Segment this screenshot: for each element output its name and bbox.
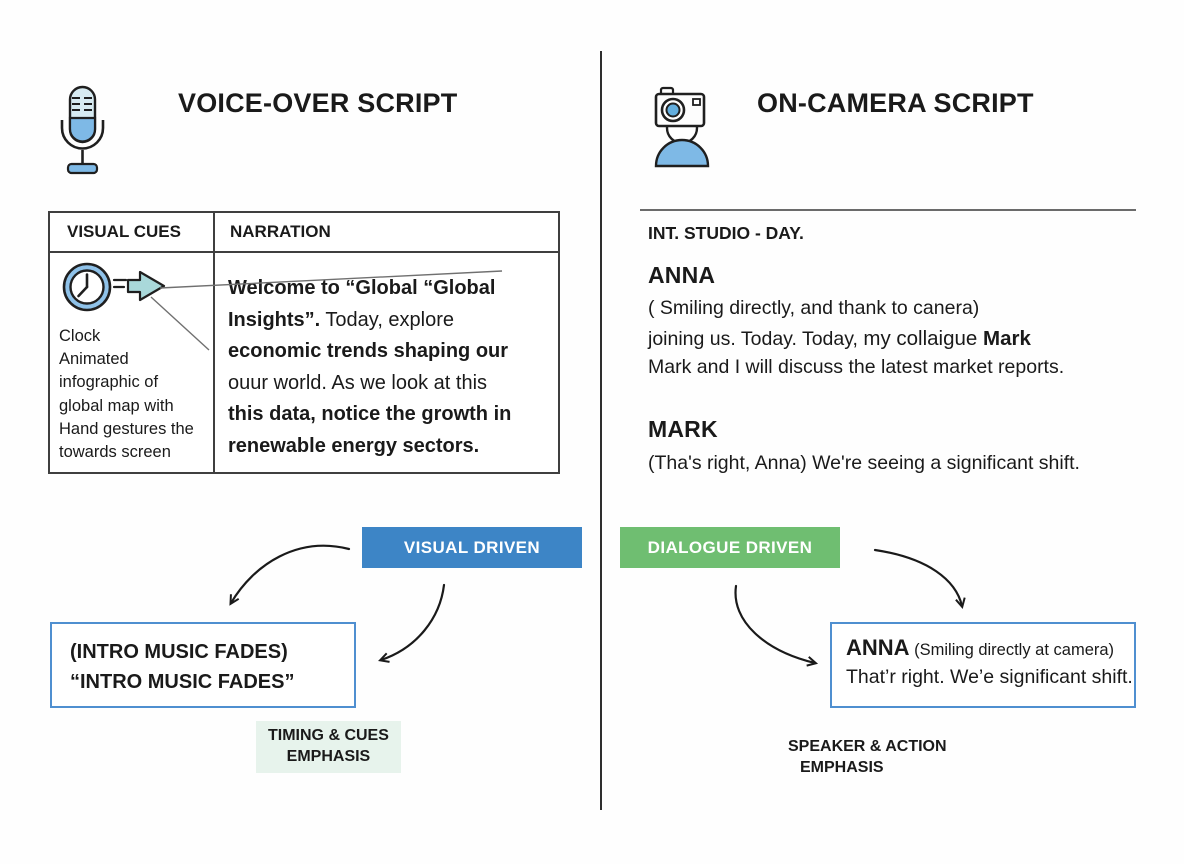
mark-speaker-name: MARK bbox=[648, 416, 718, 442]
intro-music-callout-box: (INTRO MUSIC FADES) “INTRO MUSIC FADES” bbox=[50, 622, 356, 708]
anna-speaker-name: ANNA bbox=[648, 262, 716, 288]
timing-cues-emphasis-label: TIMING & CUES EMPHASIS bbox=[256, 721, 401, 773]
speaker-action-emphasis-label: SPEAKER & ACTION EMPHASIS bbox=[788, 738, 947, 776]
anna-box-line1: ANNA (Smiling directly at camera) bbox=[846, 635, 1115, 660]
right-arrow-icon bbox=[112, 266, 168, 306]
scene-heading: INT. STUDIO - DAY. bbox=[648, 223, 804, 243]
left-column-title: VOICE-OVER SCRIPT bbox=[178, 88, 458, 118]
curved-arrow-dialogue-to-box-left bbox=[734, 584, 819, 667]
table-column-divider bbox=[213, 213, 215, 472]
table-header-narration: NARRATION bbox=[230, 222, 331, 241]
visual-driven-tag: VISUAL DRIVEN bbox=[362, 527, 582, 568]
dialogue-driven-tag: DIALOGUE DRIVEN bbox=[620, 527, 840, 568]
voiceover-table: VISUAL CUES NARRATION Clock Animated bbox=[48, 211, 560, 474]
table-header-visual-cues: VISUAL CUES bbox=[67, 222, 181, 241]
microphone-icon bbox=[54, 84, 110, 180]
column-divider bbox=[600, 51, 602, 810]
script-top-rule bbox=[640, 209, 1136, 211]
curved-arrow-dialogue-to-box-right bbox=[873, 548, 966, 610]
anna-dialogue-line2: joining us. Today. Today, my collaigue M… bbox=[648, 327, 1031, 350]
clock-icon bbox=[61, 261, 113, 313]
narration-text: Welcome to “Global “Global Insights”. To… bbox=[228, 277, 512, 457]
anna-callout-box: ANNA (Smiling directly at camera) That’r… bbox=[830, 622, 1136, 708]
curved-arrow-visual-to-box-right bbox=[378, 583, 446, 663]
table-header-divider bbox=[50, 251, 558, 253]
mark-dialogue-line: (Tha's right, Anna) We're seeing a signi… bbox=[648, 452, 1080, 474]
anna-dialogue-line3: Mark and I will discuss the latest marke… bbox=[648, 356, 1065, 378]
anna-parenthetical: ( Smiling directly, and thank to canera) bbox=[648, 297, 980, 319]
visual-cues-text: Clock Animated infographic of global map… bbox=[59, 327, 194, 462]
intro-music-line1: (INTRO MUSIC FADES) bbox=[70, 641, 288, 663]
intro-music-line2: “INTRO MUSIC FADES” bbox=[70, 671, 295, 693]
right-column-title: ON-CAMERA SCRIPT bbox=[757, 88, 1034, 118]
curved-arrow-visual-to-box-left bbox=[229, 544, 351, 606]
camera-person-icon bbox=[648, 84, 716, 168]
anna-box-line2: That’r right. We’e significant shift. bbox=[846, 666, 1133, 688]
